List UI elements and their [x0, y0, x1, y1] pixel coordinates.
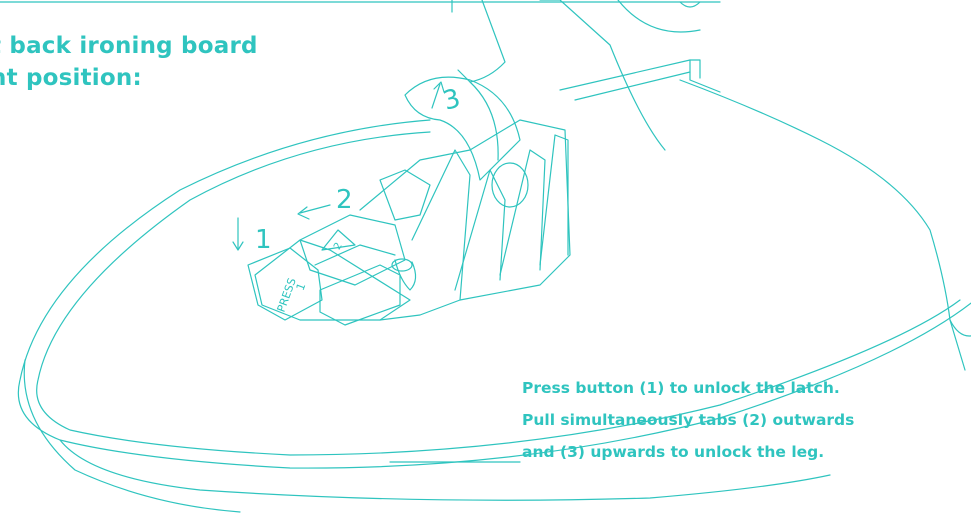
step-1-label: 1 [255, 225, 272, 255]
board-right-curve-inner [950, 320, 971, 336]
step-2-label: 2 [336, 185, 353, 215]
latch-fin-4 [540, 135, 568, 265]
latch-fin-1 [412, 150, 470, 300]
page-title: t back ironing board nt position: [0, 30, 258, 94]
instruction-line-3: and (3) upwards to unlock the leg. [522, 436, 854, 468]
step-3-label: 3 [440, 83, 464, 116]
leg-left-edge [458, 0, 505, 82]
arrow-2-head [298, 207, 309, 219]
latch-tab-face [315, 245, 395, 265]
latch-body [360, 120, 570, 320]
board-frame-edge [24, 360, 240, 512]
title-line-1: t back ironing board [0, 30, 258, 62]
tab-lower-block [320, 265, 400, 325]
top-corner-arc [680, 2, 700, 7]
board-right-curve [680, 80, 965, 370]
latch-tab-block [300, 215, 405, 285]
rail-notch [690, 60, 720, 92]
instruction-line-1: Press button (1) to unlock the latch. [522, 372, 854, 404]
latch-slot [380, 170, 430, 220]
instruction-line-2: Pull simultaneously tabs (2) outwards [522, 404, 854, 436]
leg-right-edge [540, 0, 665, 150]
instructions-text: Press button (1) to unlock the latch. Pu… [522, 372, 854, 468]
title-line-2: nt position: [0, 62, 258, 94]
tab-number-label: 2 [332, 241, 345, 252]
press-button-number: 1 [294, 281, 309, 292]
leg-top-edge [618, 0, 700, 32]
